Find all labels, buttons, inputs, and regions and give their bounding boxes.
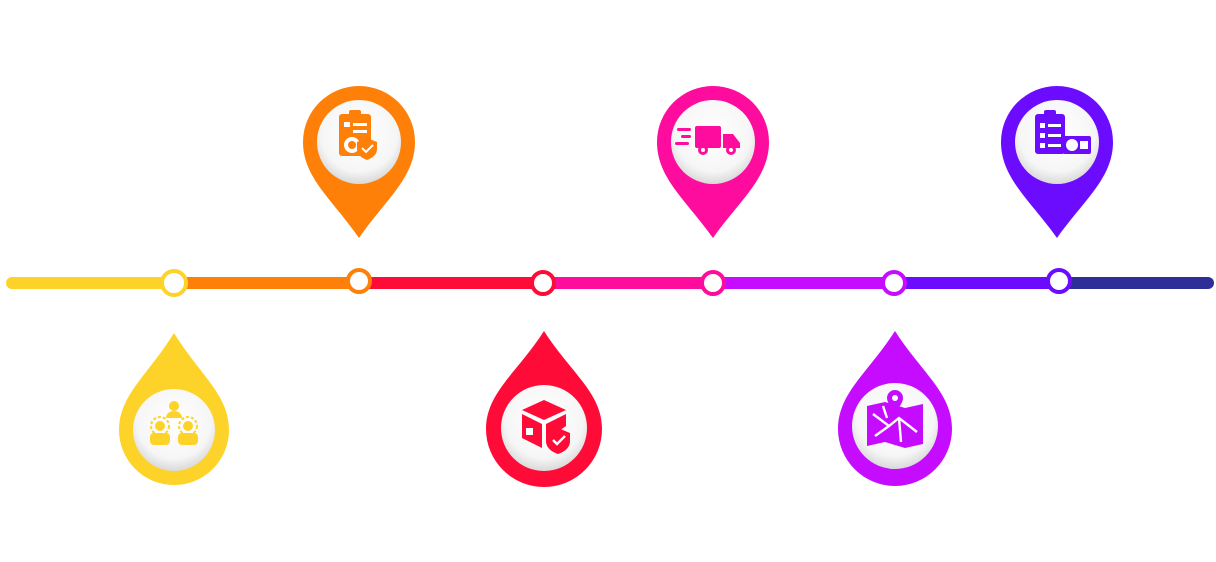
stage-3-disc (501, 385, 587, 471)
stage-3 (486, 331, 602, 487)
stage-3-node (532, 272, 554, 294)
stage-2 (303, 86, 415, 238)
stage-2-node (348, 270, 370, 292)
stage-5 (838, 331, 952, 486)
stage-4-node (702, 272, 724, 294)
stage-5-node (883, 272, 905, 294)
stage-1 (119, 333, 229, 485)
stage-1-node (162, 271, 186, 295)
stage-6-node (1048, 270, 1070, 292)
stage-4 (657, 86, 769, 238)
stage-6 (1001, 86, 1113, 238)
